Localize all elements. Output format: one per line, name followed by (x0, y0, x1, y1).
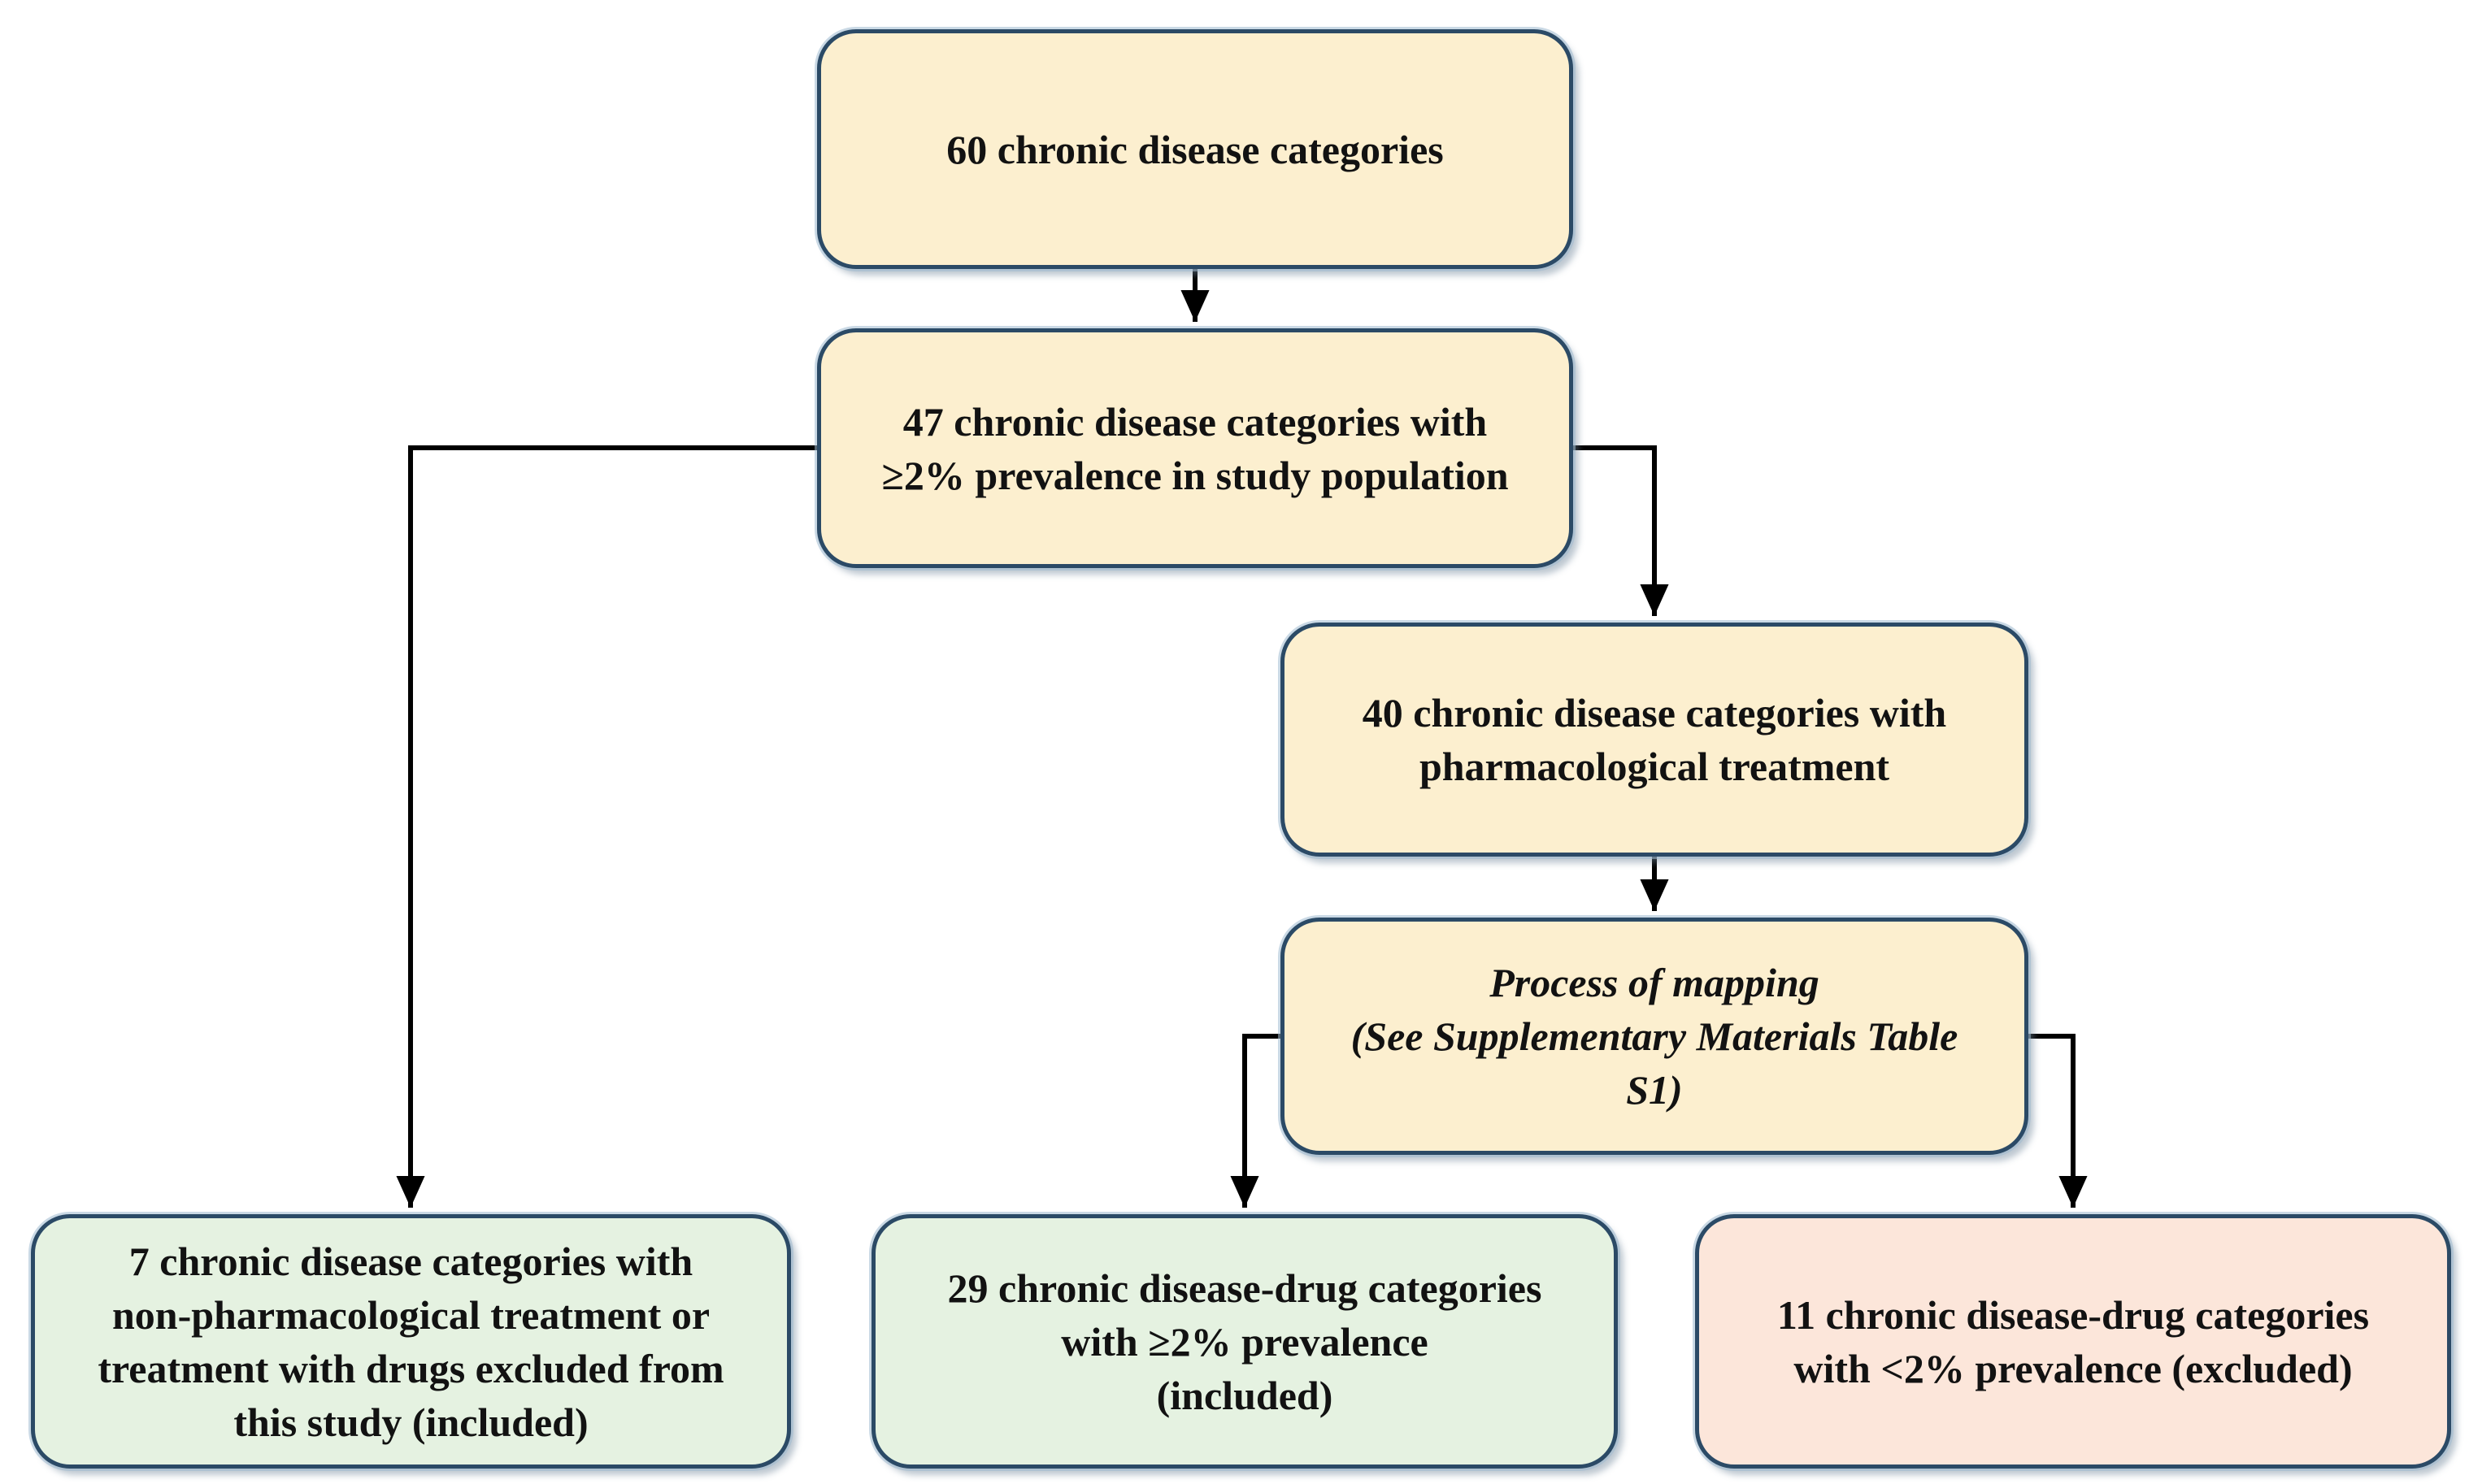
edge-mapping-to-11 (2026, 1034, 2088, 1208)
node-40-pharmacological-treatment: 40 chronic disease categories with pharm… (1280, 623, 2028, 857)
node-47-label: 47 chronic disease categories with ≥2% p… (881, 398, 1509, 498)
node-60-chronic-disease-categories: 60 chronic disease categories (817, 29, 1573, 269)
node-60-label: 60 chronic disease categories (946, 126, 1444, 172)
edge-mapping-to-29 (1230, 1034, 1283, 1208)
node-40-label: 40 chronic disease categories with pharm… (1362, 690, 1947, 789)
node-mapping-label: Process of mapping (See Supplementary Ma… (1350, 960, 1958, 1113)
node-11-label: 11 chronic disease-drug categories with … (1776, 1291, 2370, 1391)
node-process-of-mapping: Process of mapping (See Supplementary Ma… (1280, 918, 2028, 1155)
edge-47-to-7 (396, 445, 823, 1208)
node-7-label: 7 chronic disease categories with non-ph… (98, 1238, 724, 1445)
node-7-non-pharmacological-included: 7 chronic disease categories with non-ph… (31, 1214, 791, 1469)
node-47-categories-prevalence: 47 chronic disease categories with ≥2% p… (817, 328, 1573, 568)
node-29-disease-drug-included: 29 chronic disease-drug categories with … (872, 1214, 1618, 1469)
node-11-disease-drug-excluded: 11 chronic disease-drug categories with … (1695, 1214, 2451, 1469)
node-29-label: 29 chronic disease-drug categories with … (947, 1265, 1542, 1418)
edge-47-to-40 (1571, 445, 1669, 616)
